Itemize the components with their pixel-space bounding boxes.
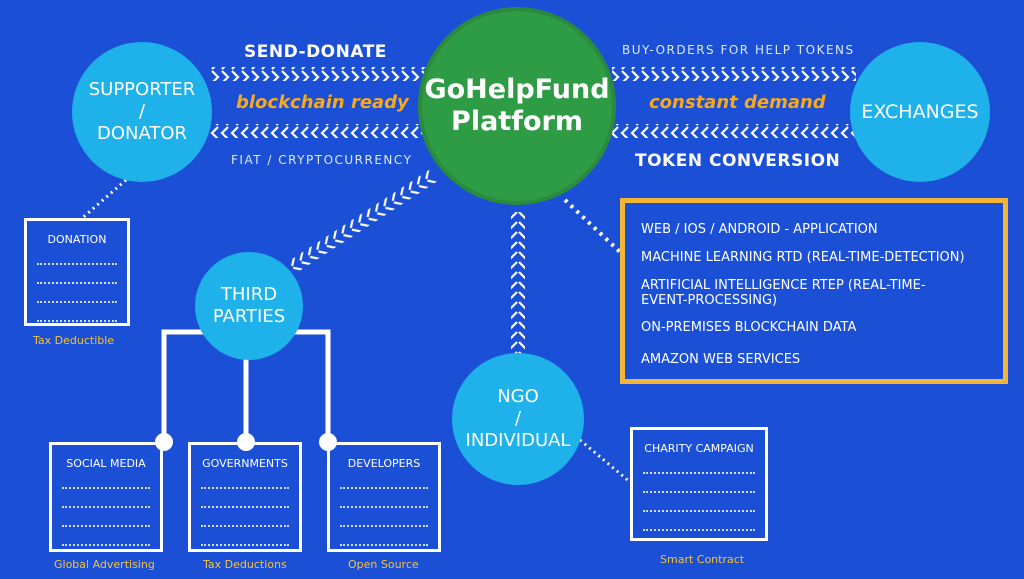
charity-campaign-caption: Smart Contract bbox=[660, 553, 745, 566]
exchanges-label: EXCHANGES bbox=[861, 101, 979, 123]
tree-node-social bbox=[155, 433, 173, 451]
supporter-node: SUPPORTER / DONATOR bbox=[72, 42, 212, 182]
social-media-title: SOCIAL MEDIA bbox=[66, 457, 146, 470]
platform-node: GoHelpFund Platform bbox=[418, 7, 616, 205]
dotted-platform-tech bbox=[563, 198, 622, 254]
social-media-caption: Global Advertising bbox=[54, 558, 155, 571]
send-donate-label: SEND-DONATE bbox=[244, 42, 387, 62]
token-conversion-label: TOKEN CONVERSION bbox=[635, 151, 841, 171]
arrow-token-conversion bbox=[612, 124, 856, 138]
platform-label: GoHelpFund Platform bbox=[424, 74, 610, 137]
tech-item: AMAZON WEB SERVICES bbox=[641, 352, 801, 367]
arrow-fiat bbox=[210, 124, 432, 138]
technology-box: WEB / IOS / ANDROID - APPLICATION MACHIN… bbox=[620, 198, 1008, 384]
third-parties-label: THIRD PARTIES bbox=[212, 284, 286, 327]
supporter-label: SUPPORTER / DONATOR bbox=[88, 79, 196, 144]
fiat-label: FIAT / CRYPTOCURRENCY bbox=[231, 153, 413, 167]
buy-orders-label: BUY-ORDERS FOR HELP TOKENS bbox=[622, 43, 855, 57]
tech-item: ON-PREMISES BLOCKCHAIN DATA bbox=[641, 320, 857, 335]
governments-title: GOVERNMENTS bbox=[202, 457, 288, 470]
charity-campaign-title: CHARITY CAMPAIGN bbox=[644, 442, 754, 455]
tech-item: MACHINE LEARNING RTD (REAL-TIME-DETECTIO… bbox=[641, 250, 965, 265]
social-media-document: SOCIAL MEDIA bbox=[49, 442, 163, 552]
blockchain-ready-label: blockchain ready bbox=[236, 92, 409, 113]
dotted-supporter-donation bbox=[79, 178, 127, 222]
tech-item: WEB / IOS / ANDROID - APPLICATION bbox=[641, 222, 878, 237]
ngo-label: NGO / INDIVIDUAL bbox=[465, 386, 571, 451]
arrow-send-donate bbox=[210, 67, 432, 81]
exchanges-node: EXCHANGES bbox=[850, 42, 990, 182]
arrow-to-ngo bbox=[511, 212, 525, 354]
arrow-buy-orders bbox=[612, 67, 856, 81]
third-parties-node: THIRD PARTIES bbox=[195, 252, 303, 360]
developers-caption: Open Source bbox=[348, 558, 419, 571]
governments-document: GOVERNMENTS bbox=[188, 442, 302, 552]
developers-title: DEVELOPERS bbox=[347, 457, 421, 470]
donation-title: DONATION bbox=[47, 233, 107, 246]
ngo-node: NGO / INDIVIDUAL bbox=[452, 353, 584, 485]
developers-document: DEVELOPERS bbox=[327, 442, 441, 552]
constant-demand-label: constant demand bbox=[649, 92, 826, 113]
donation-caption: Tax Deductible bbox=[33, 334, 115, 347]
dotted-ngo-charity bbox=[579, 438, 631, 484]
donation-document: DONATION bbox=[24, 218, 130, 326]
tech-item: ARTIFICIAL INTELLIGENCE RTEP (REAL-TIME-… bbox=[641, 278, 926, 308]
arrow-third-parties bbox=[287, 169, 438, 274]
charity-campaign-document: CHARITY CAMPAIGN bbox=[630, 427, 768, 541]
governments-caption: Tax Deductions bbox=[203, 558, 287, 571]
